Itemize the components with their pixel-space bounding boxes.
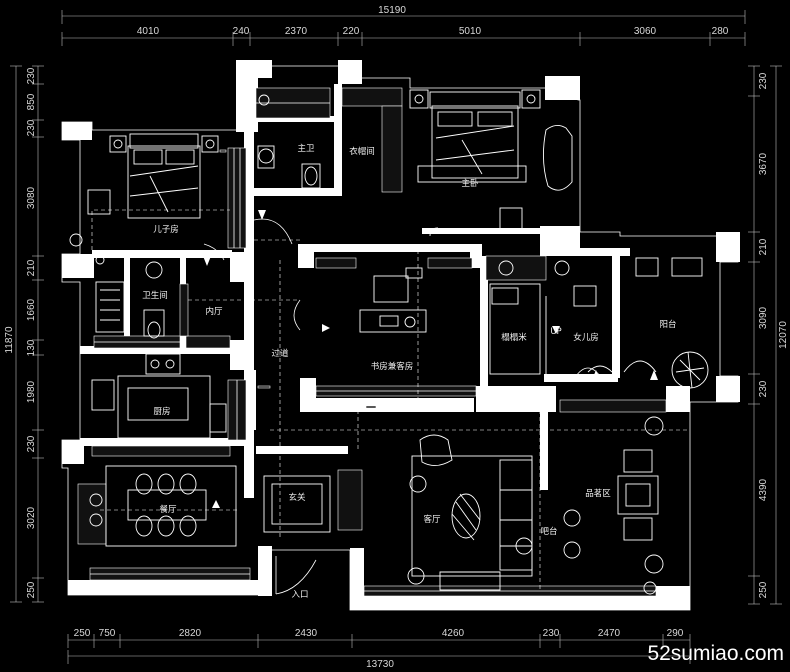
label-kitchen: 厨房 <box>153 406 170 417</box>
dim-right: 230 <box>758 72 769 89</box>
label-bar: 吧台 <box>540 526 557 537</box>
dim-left: 1980 <box>26 380 37 403</box>
dim-top: 280 <box>712 26 729 37</box>
dimension-lines <box>10 10 782 664</box>
label-bathroom: 卫生间 <box>142 290 168 301</box>
dim-left: 230 <box>26 435 37 452</box>
label-inner-hall: 内厅 <box>205 306 223 317</box>
master-bath-fixtures <box>257 94 321 189</box>
dim-top: 240 <box>233 26 250 37</box>
dim-bottom: 250 <box>74 628 91 639</box>
dim-top: 4010 <box>137 26 160 37</box>
label-closet: 衣帽间 <box>349 146 375 157</box>
circulation-dashes <box>91 209 690 590</box>
label-master-bedroom: 主卧 <box>461 178 479 189</box>
dim-left: 230 <box>26 119 37 136</box>
dim-top: 220 <box>343 26 360 37</box>
dim-right: 210 <box>758 238 769 255</box>
dim-left: 1660 <box>26 298 37 321</box>
label-daughter-room: 女儿房 <box>573 332 599 343</box>
dim-left: 850 <box>26 93 37 110</box>
dim-right: 3670 <box>758 152 769 175</box>
label-entrance: 入口 <box>291 590 308 600</box>
dim-right: 4390 <box>758 478 769 501</box>
label-dining: 餐厅 <box>159 505 177 515</box>
dim-left: 3020 <box>26 506 37 529</box>
watermark-text: 52sumiao.com <box>647 642 784 665</box>
dim-left: 230 <box>26 67 37 84</box>
bathroom-fixtures <box>95 255 165 339</box>
label-tatami: 榻榻米 <box>501 332 527 343</box>
dim-right: 230 <box>758 380 769 397</box>
dining-set <box>89 465 237 547</box>
dim-left: 3080 <box>26 186 37 209</box>
dim-left-total: 11870 <box>4 326 15 354</box>
foyer-furniture <box>263 475 331 533</box>
dim-right: 250 <box>758 581 769 598</box>
dim-bottom: 290 <box>667 628 684 639</box>
room-labels: 儿子房 主卫 衣帽间 主卧 卫生间 内厅 过道 书房兼客房 榻榻米 女儿房 阳台… <box>142 143 676 600</box>
label-foyer: 玄关 <box>288 492 306 503</box>
label-kids-room: 儿子房 <box>153 224 179 235</box>
dim-left: 250 <box>26 581 37 598</box>
dim-bottom: 750 <box>99 628 116 639</box>
dim-bottom: 2430 <box>295 628 318 639</box>
dim-top: 3060 <box>634 26 657 37</box>
balcony-furniture <box>623 257 709 389</box>
walls <box>61 60 740 611</box>
living-furniture <box>407 434 533 591</box>
dim-bottom: 4260 <box>442 628 465 639</box>
label-up: UP <box>550 327 561 337</box>
label-master-bath: 主卫 <box>297 143 315 154</box>
dim-bottom-total: 13730 <box>366 659 394 670</box>
dim-right-total: 12070 <box>778 321 789 349</box>
label-corridor: 过道 <box>271 348 289 359</box>
dim-top: 2370 <box>285 26 308 37</box>
label-balcony: 阳台 <box>659 319 676 330</box>
master-bed <box>409 89 573 237</box>
dim-left: 130 <box>26 339 37 356</box>
dim-right: 3090 <box>758 306 769 329</box>
furniture <box>69 89 709 595</box>
study-furniture <box>359 267 427 333</box>
tatami-daughter-furniture <box>489 260 613 375</box>
dim-top: 5010 <box>459 26 482 37</box>
dimension-labels: 15190 4010 240 2370 220 5010 3060 280 25… <box>4 5 789 670</box>
small-annotations <box>219 149 377 409</box>
dim-bottom: 2820 <box>179 628 202 639</box>
label-tea-area: 品茗区 <box>585 488 611 499</box>
dim-bottom: 230 <box>543 628 560 639</box>
direction-marks <box>203 210 658 508</box>
dim-top-total: 15190 <box>378 5 406 16</box>
label-study-guest: 书房兼客房 <box>371 361 414 372</box>
dim-left: 210 <box>26 259 37 276</box>
label-living: 客厅 <box>423 514 441 525</box>
bar-tea-furniture <box>563 416 664 595</box>
window-rails <box>77 87 667 597</box>
dim-bottom: 2470 <box>598 628 621 639</box>
kids-bed <box>69 133 219 247</box>
door-swings <box>203 218 601 595</box>
kitchen-fixtures <box>91 353 227 439</box>
